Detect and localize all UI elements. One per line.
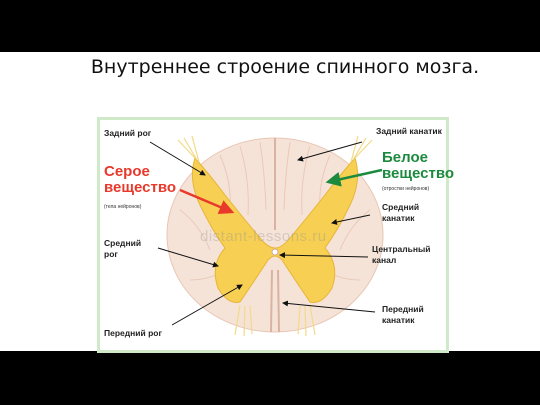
ventral-fissure — [270, 269, 280, 333]
label-dorsal-horn: Задний рог — [104, 128, 152, 138]
arrow-lateral-funiculus — [331, 214, 371, 225]
label-dorsal-funiculus: Задний канатик — [376, 126, 442, 136]
arrow-dorsal-horn — [149, 141, 206, 176]
white-matter-tracts — [179, 141, 371, 281]
arrow-dorsal-funiculus — [297, 141, 363, 162]
label-white-matter: Белое вещество — [382, 149, 455, 182]
gray-matter — [191, 157, 359, 303]
watermark: distant-lessons.ru — [200, 228, 327, 245]
label-ventral-funiculus: Передний канатик — [382, 304, 424, 325]
label-central-canal: Центральный канал — [372, 244, 431, 265]
central-canal-dot — [271, 248, 279, 256]
label-lateral-horn: Средний рог — [104, 238, 142, 259]
arrow-white-matter — [325, 168, 383, 187]
label-lateral-funiculus: Средний канатик — [382, 202, 420, 223]
spinal-cord-illustration — [149, 135, 384, 337]
arrow-gray-matter — [179, 188, 235, 215]
label-gray-matter-note: (тела нейронов) — [104, 204, 142, 210]
label-ventral-horn: Передний рог — [104, 328, 163, 338]
slide-title: Внутреннее строение спинного мозга. — [90, 56, 480, 78]
spinal-cord-diagram: distant-lessons.ru Задний рог Серое веще… — [97, 117, 455, 353]
arrow-central-canal — [279, 252, 369, 259]
nerve-roots — [177, 135, 373, 337]
label-gray-matter: Серое вещество — [104, 163, 177, 196]
arrow-lateral-horn — [157, 247, 219, 268]
label-white-matter-note: (отростки нейронов) — [382, 186, 430, 192]
arrow-ventral-horn — [171, 284, 243, 326]
arrow-ventral-funiculus — [282, 300, 376, 313]
